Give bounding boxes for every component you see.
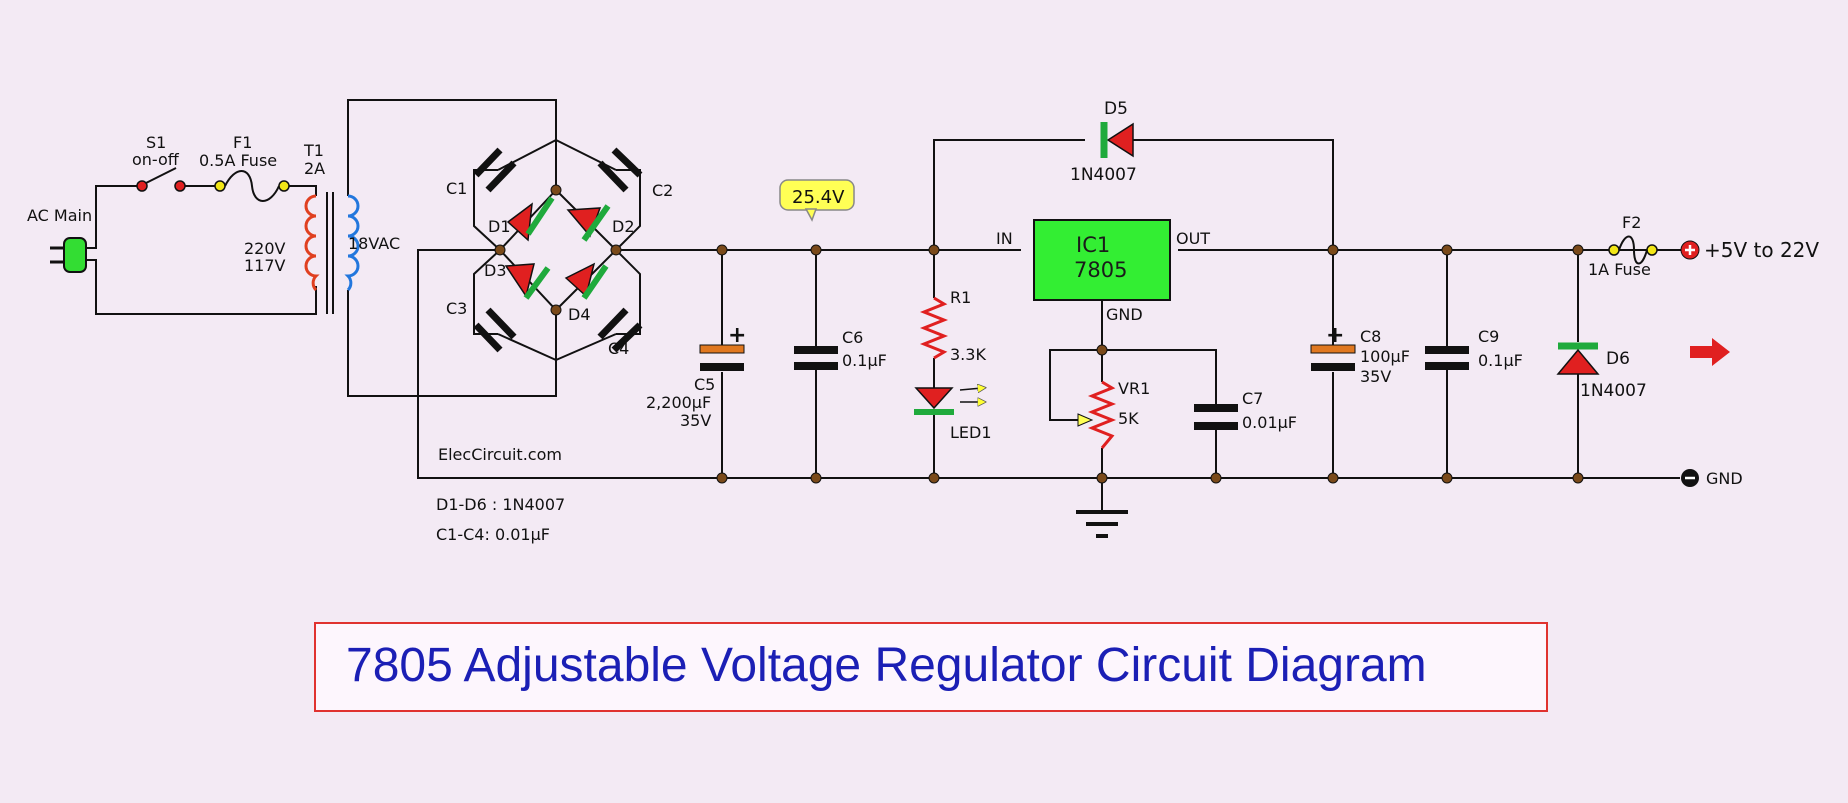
cap-c7: [1194, 404, 1238, 430]
vr1-value: 5K: [1118, 409, 1139, 428]
t1-secondary: 18VAC: [348, 234, 400, 253]
cap-c4: [597, 307, 643, 353]
vr1-name: VR1: [1118, 379, 1150, 398]
fuse-f2: [1608, 235, 1658, 265]
c6-name: C6: [842, 328, 863, 347]
led1: [914, 388, 982, 415]
junction-nodes: [494, 184, 1584, 484]
c1-label: C1: [446, 179, 467, 198]
note-caps: C1-C4: 0.01µF: [436, 525, 550, 544]
diagram-title: 7805 Adjustable Voltage Regulator Circui…: [346, 639, 1427, 692]
d1-label: D1: [488, 217, 511, 236]
diode-d3: [504, 263, 551, 300]
cap-c3: [473, 307, 517, 353]
c5-name: C5: [694, 375, 715, 394]
svg-text:+: +: [728, 323, 746, 348]
c9-name: C9: [1478, 327, 1499, 346]
voltage-tag: 25.4V: [779, 179, 855, 222]
cap-c8: +: [1310, 323, 1356, 371]
svg-text:+: +: [1326, 323, 1344, 348]
diode-d2: [566, 204, 611, 242]
cap-c9: [1425, 346, 1469, 370]
ground-terminal-icon: [1681, 469, 1699, 487]
transformer-t1: [304, 192, 360, 314]
d6-name: D6: [1606, 349, 1630, 369]
t1-rating: 2A: [304, 159, 325, 178]
voltage-tag-text: 25.4V: [792, 187, 845, 208]
resistor-r1: [919, 296, 949, 360]
note-diodes: D1-D6 : 1N4007: [436, 495, 565, 514]
ic-pin-out: OUT: [1176, 229, 1210, 248]
d5-name: D5: [1104, 99, 1128, 119]
c2-label: C2: [652, 181, 673, 200]
d2-label: D2: [612, 217, 635, 236]
ac-main-label: AC Main: [27, 206, 92, 225]
diode-d5: [1100, 122, 1134, 158]
d3-label: D3: [484, 261, 507, 280]
cap-c5: +: [699, 323, 746, 371]
f1-name: F1: [233, 133, 252, 152]
r1-name: R1: [950, 288, 971, 307]
r1-value: 3.3K: [950, 345, 986, 364]
ic-pin-in: IN: [996, 229, 1013, 248]
c6-value: 0.1µF: [842, 351, 887, 370]
output-arrow-icon: [1690, 338, 1730, 366]
t1-primary1: 220V: [244, 239, 286, 258]
s1-desc: on-off: [132, 150, 180, 169]
ic1-7805: IC1 7805: [1033, 219, 1171, 301]
c9-value: 0.1µF: [1478, 351, 1523, 370]
c5-voltage: 35V: [680, 411, 711, 430]
c3-label: C3: [446, 299, 467, 318]
output-positive-label: +5V to 22V: [1704, 238, 1819, 262]
d4-label: D4: [568, 305, 591, 324]
t1-name: T1: [303, 141, 324, 160]
s1-name: S1: [146, 133, 166, 152]
fuse-f1: [214, 170, 290, 202]
c4-label: C4: [608, 339, 629, 358]
c8-value: 100µF: [1360, 347, 1410, 366]
ic-name: IC1: [1076, 233, 1110, 257]
c7-value: 0.01µF: [1242, 413, 1297, 432]
ground-icon: [1076, 510, 1128, 538]
diode-d1: [506, 196, 555, 242]
diode-d6: [1556, 342, 1600, 375]
positive-terminal-icon: [1680, 240, 1700, 260]
cap-c2: [597, 147, 643, 193]
d5-part: 1N4007: [1070, 165, 1137, 185]
t1-primary2: 117V: [244, 256, 286, 275]
ic-part: 7805: [1074, 258, 1127, 282]
led1-name: LED1: [950, 423, 992, 442]
switch-s1: [136, 167, 186, 192]
cap-c1: [473, 147, 517, 193]
ac-plug-icon: [50, 237, 87, 273]
diode-d4: [564, 262, 609, 300]
c7-name: C7: [1242, 389, 1263, 408]
potentiometer-vr1: [1077, 380, 1117, 449]
c8-name: C8: [1360, 327, 1381, 346]
output-ground-label: GND: [1706, 469, 1743, 488]
c5-value: 2,200µF: [646, 393, 711, 412]
f2-name: F2: [1622, 213, 1641, 232]
ic-pin-gnd: GND: [1106, 305, 1143, 324]
title-frame: [314, 622, 1548, 712]
cap-c6: [794, 346, 838, 370]
wires: [80, 99, 1690, 512]
f1-desc: 0.5A Fuse: [199, 151, 277, 170]
f2-desc: 1A Fuse: [1588, 260, 1651, 279]
watermark: ElecCircuit.com: [438, 445, 562, 464]
c8-voltage: 35V: [1360, 367, 1391, 386]
d6-part: 1N4007: [1580, 381, 1647, 401]
